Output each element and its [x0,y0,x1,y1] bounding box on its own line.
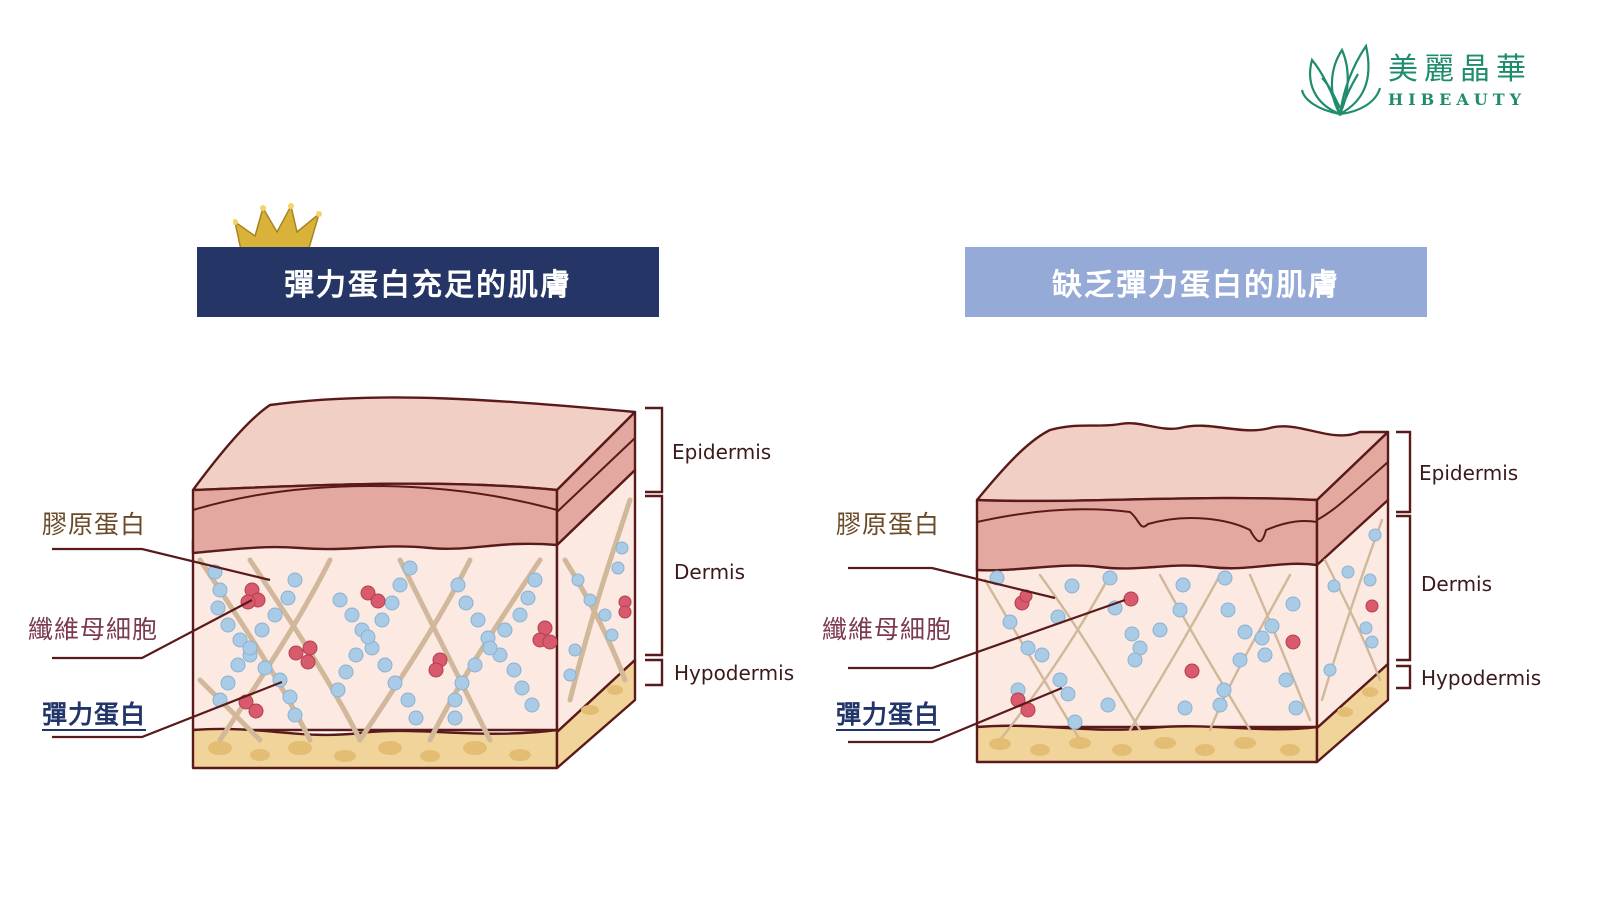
left-epidermis-band [191,482,559,555]
right-label-fibroblast: 纖維母細胞 [822,615,953,644]
left-label-elastin: 彈力蛋白 [42,700,147,729]
leaf-logo-icon [1300,43,1382,117]
right-leader-lines [848,566,1126,744]
right-epidermis-band [975,496,1319,572]
left-hypodermis-front [191,727,559,770]
left-layer-hypodermis: Hypodermis [674,661,795,685]
right-fibroblast-cells [1010,589,1379,718]
right-layer-hypodermis: Hypodermis [1421,666,1542,690]
left-side-epidermis [555,410,637,547]
brand-name-chinese: 美麗晶華 [1388,52,1532,87]
left-elastin-fibers [207,541,629,726]
left-leader-lines [52,547,283,739]
right-hypodermis-front [975,724,1319,764]
left-title-banner: 彈力蛋白充足的肌膚 [197,247,659,317]
right-layer-epidermis: Epidermis [1419,461,1519,485]
brand-name-english: HIBEAUTY [1388,90,1527,109]
left-layer-brackets [645,406,664,687]
brand-logo: 美麗晶華 HIBEAUTY [1300,38,1570,118]
left-epidermis-top [191,396,637,492]
right-label-collagen: 膠原蛋白 [836,510,941,539]
left-label-collagen: 膠原蛋白 [42,510,147,539]
right-epidermis-top [975,422,1390,503]
left-layer-dermis: Dermis [674,560,746,584]
left-layer-epidermis: Epidermis [672,440,772,464]
left-fibroblast-cells [238,582,632,719]
right-collagen-fibers [983,573,1312,742]
left-label-fibroblast: 纖維母細胞 [28,615,159,644]
right-elastin-fibers [989,528,1382,730]
left-fat-lobules [208,685,623,762]
right-layer-brackets [1396,430,1412,690]
right-side-epidermis [1315,430,1390,567]
right-layer-dermis: Dermis [1421,572,1493,596]
right-label-elastin: 彈力蛋白 [836,700,941,729]
right-fat-lobules [989,687,1378,756]
right-title-banner: 缺乏彈力蛋白的肌膚 [965,247,1427,317]
